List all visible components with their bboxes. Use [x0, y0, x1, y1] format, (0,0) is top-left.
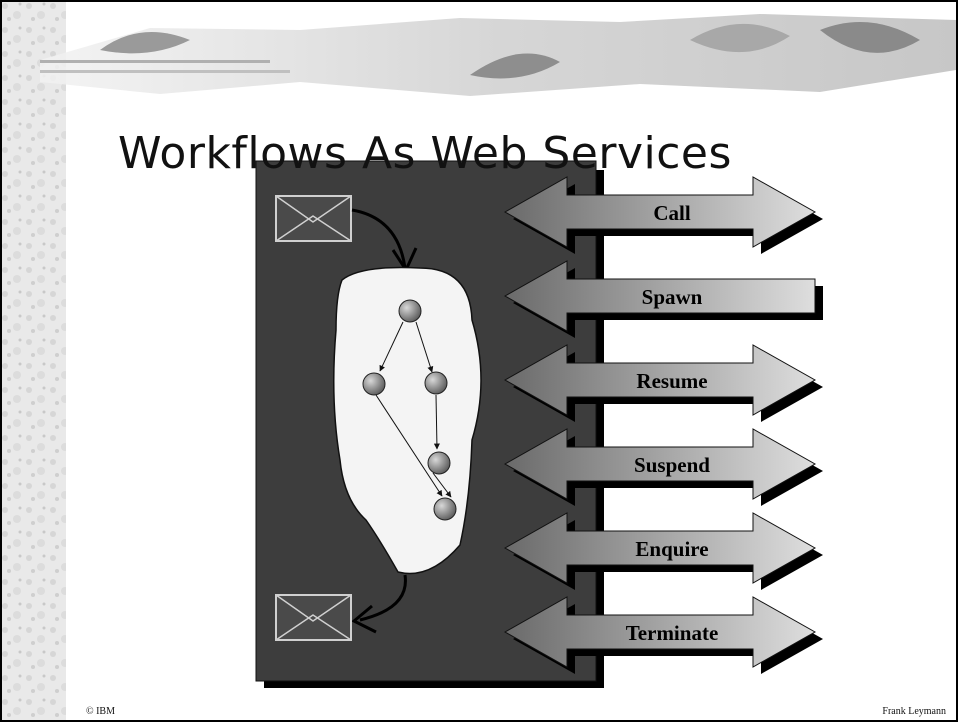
footer-copyright: © IBM	[86, 706, 115, 717]
operation-arrow-body	[503, 344, 817, 416]
operation-label: Spawn	[642, 285, 703, 309]
operation-arrow-suspend: Suspend	[503, 428, 823, 506]
workflow-node-end	[433, 497, 457, 521]
operation-label: Enquire	[635, 537, 708, 561]
workflow-process-boundary	[333, 266, 482, 575]
operation-arrow-terminate: Terminate	[503, 596, 823, 674]
slide-title: Workflows As Web Services	[118, 128, 732, 179]
workflow-node-right-lower	[427, 451, 451, 475]
operation-label: Terminate	[626, 621, 719, 645]
footer-author: Frank Leymann	[882, 706, 946, 717]
operation-label: Call	[653, 201, 691, 225]
operation-arrow-body	[503, 428, 817, 500]
inbound-flow-arrow	[351, 208, 407, 269]
operation-arrow-body	[503, 176, 817, 248]
operation-arrow-body	[503, 512, 817, 584]
workflow-node-right	[424, 371, 448, 395]
operation-label: Suspend	[634, 453, 710, 477]
inbound-message-envelope	[275, 195, 352, 242]
operation-arrow-body	[503, 260, 816, 332]
operation-label: Resume	[636, 369, 707, 393]
workflow-node-left	[362, 372, 386, 396]
operation-arrow-enquire: Enquire	[503, 512, 823, 590]
operation-arrow-call: Call	[503, 176, 823, 254]
outbound-message-envelope	[275, 594, 352, 641]
operation-arrow-body	[503, 596, 817, 668]
outbound-flow-arrow	[359, 574, 407, 622]
background-texture-left	[2, 2, 66, 720]
workflow-edges	[375, 321, 452, 498]
header-banner	[40, 14, 956, 96]
operation-arrow-resume: Resume	[503, 344, 823, 422]
operation-arrow-spawn: Spawn	[503, 260, 823, 338]
workflow-node-start	[398, 299, 422, 323]
